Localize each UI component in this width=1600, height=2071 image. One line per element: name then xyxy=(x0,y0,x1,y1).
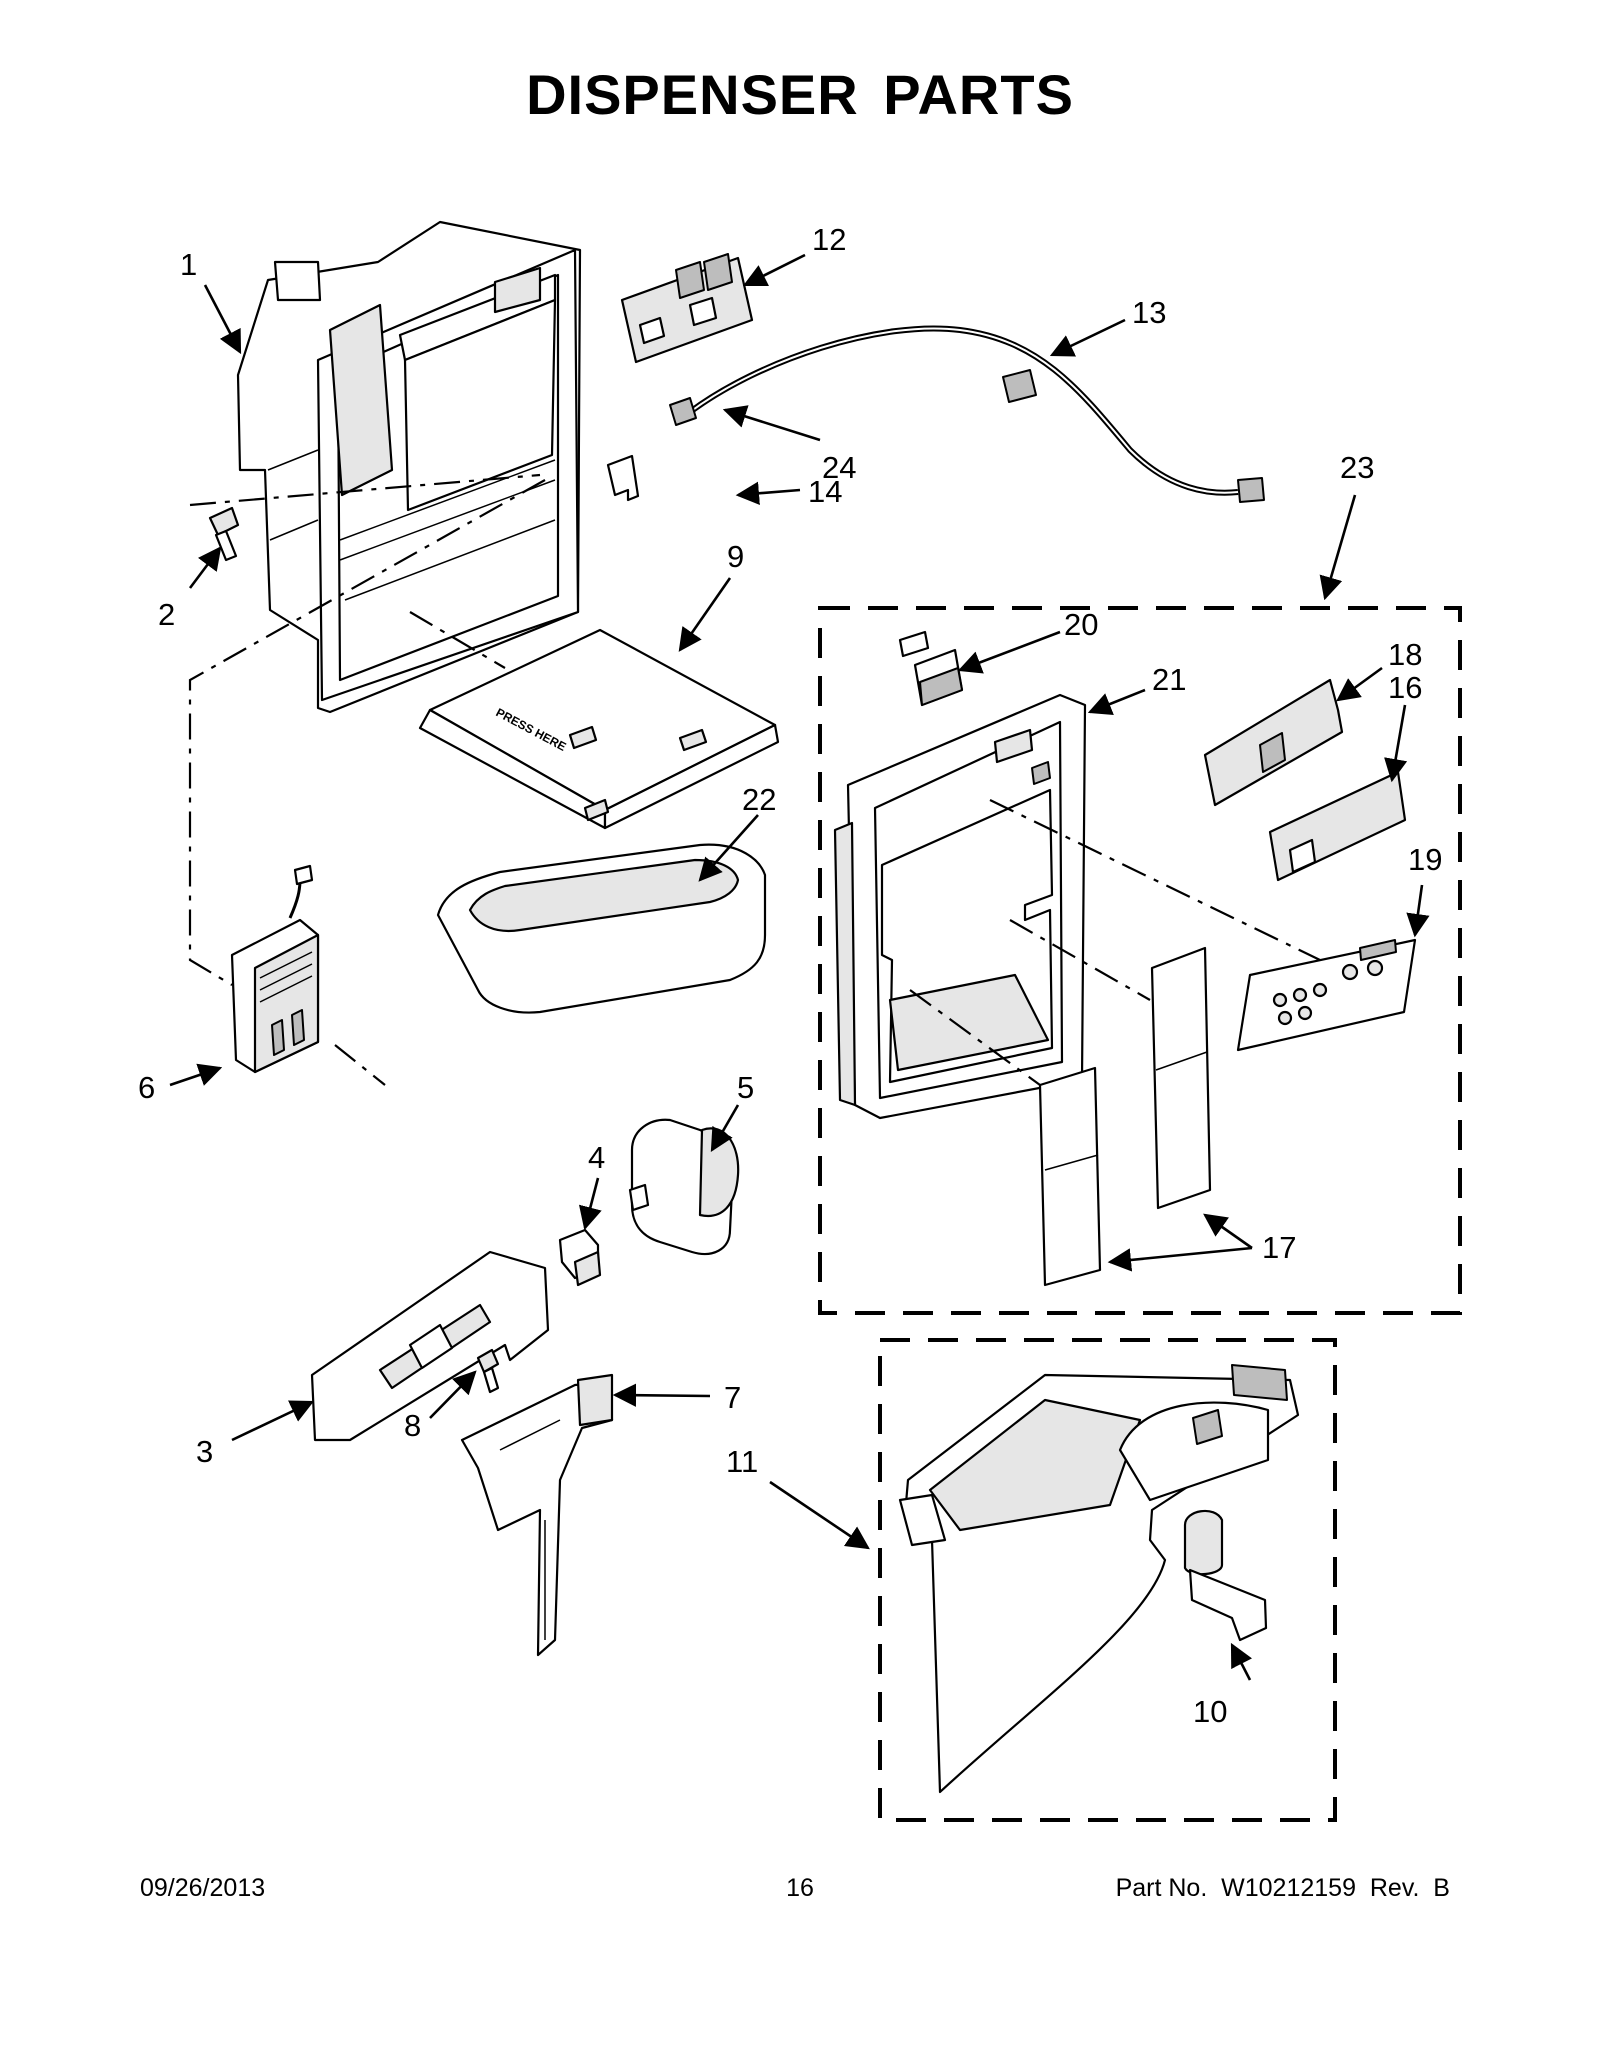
callout-2: 2 xyxy=(158,597,175,632)
callout-6: 6 xyxy=(138,1070,155,1105)
leader-lines xyxy=(169,253,1430,1681)
callout-7: 7 xyxy=(724,1380,741,1415)
callout-19: 19 xyxy=(1408,842,1442,877)
alignment-line-5 xyxy=(1009,919,1151,1001)
part-6-switch xyxy=(230,864,320,1074)
callout-13: 13 xyxy=(1132,295,1166,330)
part-17-pad-left xyxy=(1038,1066,1102,1287)
footer-page-number: 16 xyxy=(786,1874,814,1902)
footer-date: 09/26/2013 xyxy=(140,1874,266,1902)
part-12-control-board xyxy=(620,253,754,364)
part-10-nozzle xyxy=(1183,1509,1268,1642)
callout-12: 12 xyxy=(812,222,846,257)
callout-17: 17 xyxy=(1262,1230,1296,1265)
part-1-housing xyxy=(236,220,582,714)
alignment-line-2 xyxy=(334,1044,386,1086)
callout-23: 23 xyxy=(1340,450,1374,485)
callout-3: 3 xyxy=(196,1434,213,1469)
callout-5: 5 xyxy=(737,1070,754,1105)
part-9-tray xyxy=(418,628,780,830)
part-2-screw xyxy=(208,506,240,562)
part-5-motor xyxy=(628,1118,740,1256)
part-18-board xyxy=(1203,678,1344,807)
part-21-dispenser-front xyxy=(833,693,1087,1120)
assembly-box-11 xyxy=(878,1338,1337,1822)
part-4-cam xyxy=(558,1228,602,1287)
callout-1: 1 xyxy=(180,247,197,282)
part-3-lever-housing xyxy=(310,1250,550,1442)
part-19-keypad xyxy=(1236,938,1417,1052)
part-17-pad-right xyxy=(1150,946,1212,1210)
callout-16: 16 xyxy=(1388,670,1422,705)
alignment-line-1 xyxy=(188,473,546,986)
part-8-screw xyxy=(476,1348,500,1394)
callout-4: 4 xyxy=(588,1140,605,1175)
footer-part-number: Part No. W10212159 Rev. B xyxy=(1115,1874,1450,1902)
part-11-ice-chute xyxy=(898,1364,1300,1794)
part-20-connector xyxy=(898,630,964,707)
alignment-line-3 xyxy=(409,611,506,669)
callout-8: 8 xyxy=(404,1408,421,1443)
part-7-actuator-arm xyxy=(460,1373,614,1657)
callout-24: 24 xyxy=(822,450,856,485)
part-22-drip-tray xyxy=(436,843,767,1014)
callout-20: 20 xyxy=(1064,607,1098,642)
part-14-bracket xyxy=(606,454,640,502)
callout-18: 18 xyxy=(1388,637,1422,672)
part-13-wire-harness xyxy=(669,325,1265,503)
alignment-line-4 xyxy=(989,799,1321,961)
callout-22: 22 xyxy=(742,782,776,817)
callout-21: 21 xyxy=(1152,662,1186,697)
page-title: DISPENSER PARTS xyxy=(526,63,1074,126)
part-16-board xyxy=(1268,770,1407,882)
callout-9: 9 xyxy=(727,539,744,574)
callout-11: 11 xyxy=(726,1444,758,1479)
callout-10: 10 xyxy=(1193,1694,1227,1729)
callout-14: 14 xyxy=(808,474,842,509)
alignment-line-6 xyxy=(909,989,1041,1086)
